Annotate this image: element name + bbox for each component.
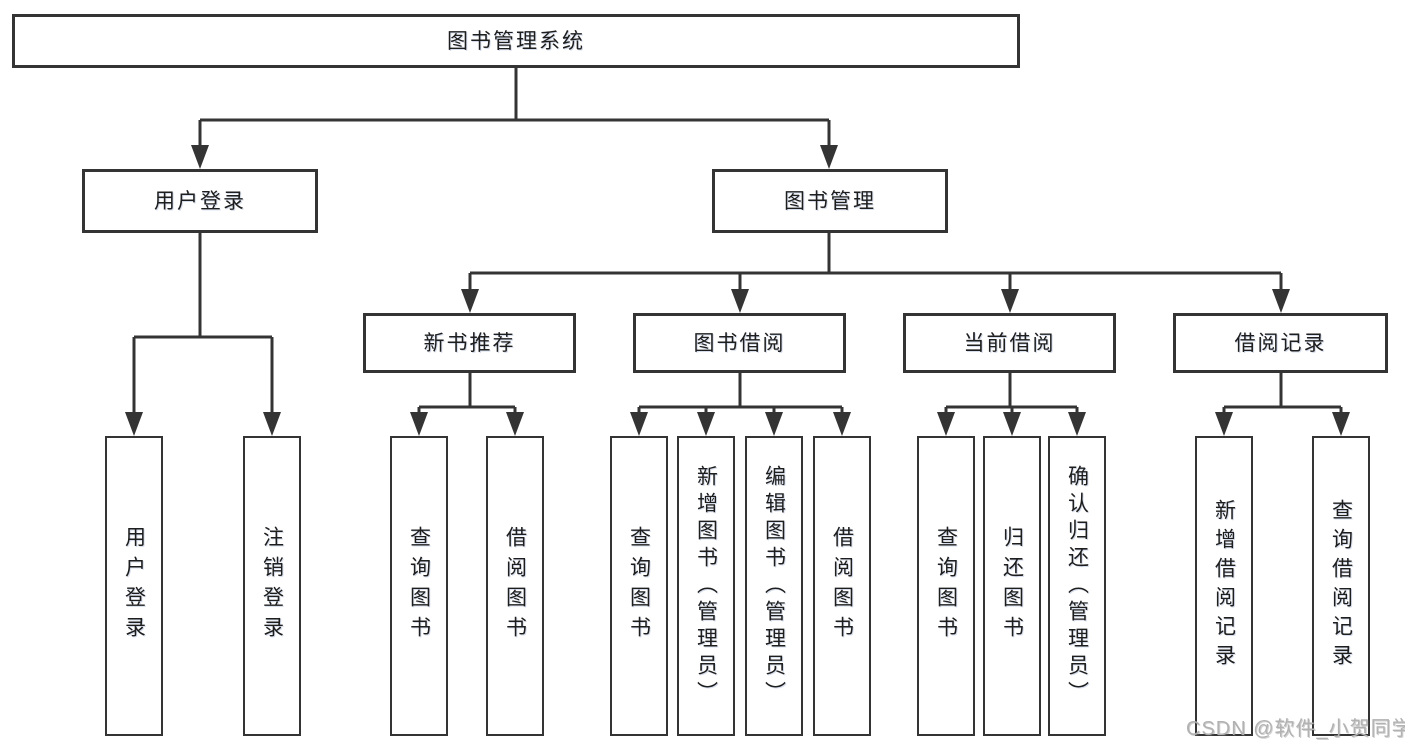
node-leaf-borrow-query: 查询图书 bbox=[610, 436, 668, 736]
node-leaf-records-add: 新增借阅记录 bbox=[1195, 436, 1253, 736]
leaf-label: 查询图书 bbox=[627, 526, 651, 646]
node-book-management: 图书管理 bbox=[712, 169, 948, 233]
arrowhead-borrow-borrow bbox=[833, 412, 851, 436]
leaf-label: 编辑图书（管理员） bbox=[762, 464, 786, 708]
arrowhead-newbook-borrow bbox=[506, 412, 524, 436]
arrowhead-borrow-query bbox=[630, 412, 648, 436]
leaf-label: 新增图书（管理员） bbox=[694, 464, 718, 708]
leaf-label: 注销登录 bbox=[260, 526, 284, 646]
arrowhead-book-management bbox=[820, 145, 838, 169]
leaf-label: 用户登录 bbox=[122, 526, 146, 646]
node-module-current-borrow: 当前借阅 bbox=[903, 313, 1116, 373]
csdn-watermark: CSDN @软件_小贺同学 bbox=[1186, 718, 1405, 740]
node-leaf-logout: 注销登录 bbox=[243, 436, 301, 736]
arrowhead-module-new-book bbox=[461, 289, 479, 313]
arrowhead-current-query bbox=[937, 412, 955, 436]
arrowhead-module-borrow-records bbox=[1272, 289, 1290, 313]
node-leaf-borrow-borrow: 借阅图书 bbox=[813, 436, 871, 736]
leaf-label: 查询图书 bbox=[934, 526, 958, 646]
leaf-label: 借阅图书 bbox=[503, 526, 527, 646]
arrowhead-records-add bbox=[1215, 412, 1233, 436]
leaf-label: 新增借阅记录 bbox=[1212, 499, 1236, 673]
node-user-login: 用户登录 bbox=[82, 169, 318, 233]
node-leaf-borrow-edit: 编辑图书（管理员） bbox=[745, 436, 803, 736]
leaf-label: 查询借阅记录 bbox=[1329, 499, 1353, 673]
connector-borrow-records-group bbox=[1222, 373, 1343, 416]
arrowhead-module-current-borrow bbox=[1001, 289, 1019, 313]
connector-user-login-group bbox=[132, 233, 274, 416]
arrowhead-user-login bbox=[191, 145, 209, 169]
connector-current-borrow-group bbox=[944, 373, 1079, 416]
leaf-label: 借阅图书 bbox=[830, 526, 854, 646]
arrowhead-current-confirm bbox=[1068, 412, 1086, 436]
node-leaf-current-query: 查询图书 bbox=[917, 436, 975, 736]
arrowhead-records-query bbox=[1332, 412, 1350, 436]
node-leaf-records-query: 查询借阅记录 bbox=[1312, 436, 1370, 736]
leaf-label: 确认归还（管理员） bbox=[1065, 464, 1089, 708]
arrowhead-borrow-edit bbox=[765, 412, 783, 436]
arrowhead-newbook-query bbox=[410, 412, 428, 436]
arrowhead-borrow-add bbox=[697, 412, 715, 436]
arrowhead-leaf-logout bbox=[263, 412, 281, 436]
node-leaf-newbook-borrow: 借阅图书 bbox=[486, 436, 544, 736]
node-module-new-book: 新书推荐 bbox=[363, 313, 576, 373]
connector-new-book-group bbox=[417, 373, 517, 416]
node-leaf-user-login: 用户登录 bbox=[105, 436, 163, 736]
connector-book-management-group bbox=[468, 233, 1283, 292]
connector-book-borrow-group bbox=[637, 373, 844, 416]
arrowhead-current-return bbox=[1003, 412, 1021, 436]
arrowhead-module-book-borrow bbox=[731, 289, 749, 313]
node-leaf-newbook-query: 查询图书 bbox=[390, 436, 448, 736]
leaf-label: 归还图书 bbox=[1000, 526, 1024, 646]
arrowhead-leaf-login bbox=[125, 412, 143, 436]
node-module-book-borrow: 图书借阅 bbox=[633, 313, 846, 373]
connector-root-to-branches bbox=[198, 68, 831, 150]
node-module-borrow-records: 借阅记录 bbox=[1173, 313, 1388, 373]
node-leaf-current-confirm: 确认归还（管理员） bbox=[1048, 436, 1106, 736]
node-leaf-borrow-add: 新增图书（管理员） bbox=[677, 436, 735, 736]
leaf-label: 查询图书 bbox=[407, 526, 431, 646]
node-library-system: 图书管理系统 bbox=[12, 14, 1020, 68]
node-leaf-current-return: 归还图书 bbox=[983, 436, 1041, 736]
